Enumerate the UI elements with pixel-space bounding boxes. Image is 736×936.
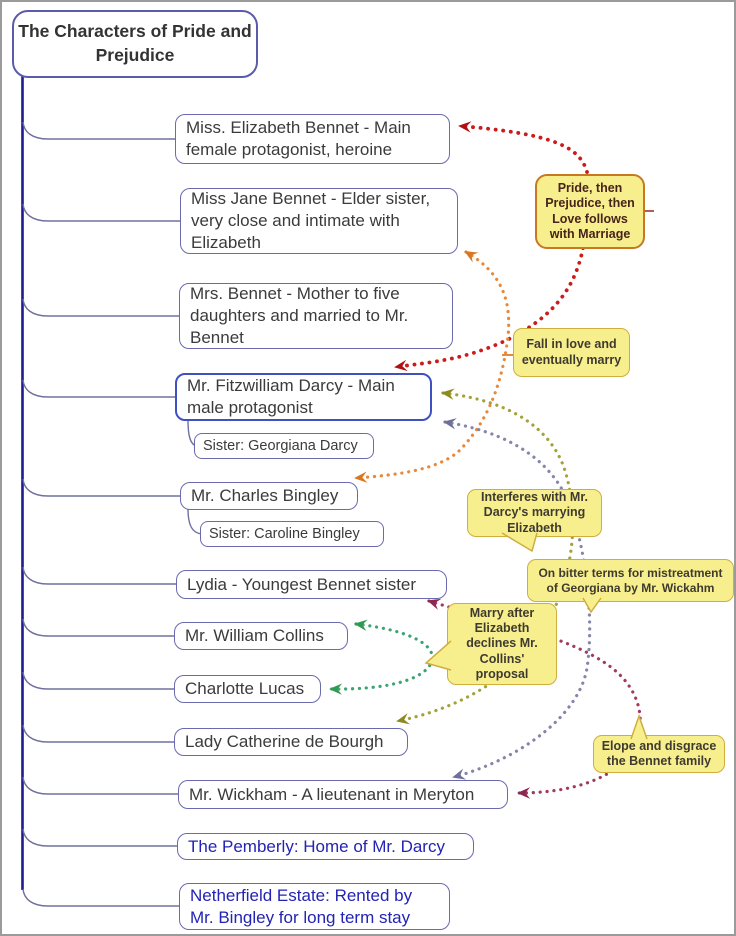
node-mrs-bennet[interactable]: Mrs. Bennet - Mother to five daughters a… (179, 283, 453, 349)
node-william-collins[interactable]: Mr. William Collins (174, 622, 348, 650)
annotation-elope[interactable]: Elope and disgrace the Bennet family (593, 735, 725, 773)
annotation-pride-prejudice-love[interactable]: Pride, then Prejudice, then Love follows… (535, 174, 645, 249)
node-caroline-bingley[interactable]: Sister: Caroline Bingley (200, 521, 384, 547)
node-darcy[interactable]: Mr. Fitzwilliam Darcy - Main male protag… (175, 373, 432, 421)
branch-charlotte (22, 671, 177, 690)
node-netherfield[interactable]: Netherfield Estate: Rented by Mr. Bingle… (179, 883, 450, 930)
node-jane-bennet[interactable]: Miss Jane Bennet - Elder sister, very cl… (180, 188, 458, 254)
link-darcy-wickham[interactable] (443, 418, 592, 780)
branch-elizabeth (22, 121, 178, 140)
branch-bingley (22, 478, 183, 497)
branch-jane (22, 203, 183, 222)
node-charlotte-lucas[interactable]: Charlotte Lucas (174, 675, 321, 703)
link-pride-to-elizabeth[interactable] (458, 121, 589, 174)
node-pemberly[interactable]: The Pemberly: Home of Mr. Darcy (177, 833, 474, 860)
branch-mrs-bennet (22, 298, 182, 317)
link-lydia-wickham[interactable] (427, 598, 642, 799)
branch-netherfield (22, 888, 182, 907)
branch-darcy (22, 379, 178, 398)
node-elizabeth-bennet[interactable]: Miss. Elizabeth Bennet - Main female pro… (175, 114, 450, 164)
branch-caroline (187, 508, 203, 535)
annotation-marry-after[interactable]: Marry after Elizabeth declines Mr. Colli… (447, 603, 557, 685)
annotation-interferes[interactable]: Interferes with Mr. Darcy's marrying Eli… (467, 489, 602, 537)
branch-collins (22, 618, 177, 637)
branch-wickham (22, 776, 181, 795)
annotation-fall-in-love[interactable]: Fall in love and eventually marry (513, 328, 630, 377)
branch-pemberly (22, 828, 180, 847)
node-lydia-bennet[interactable]: Lydia - Youngest Bennet sister (176, 570, 447, 599)
node-wickham[interactable]: Mr. Wickham - A lieutenant in Meryton (178, 780, 508, 809)
node-lady-catherine[interactable]: Lady Catherine de Bourgh (174, 728, 408, 756)
node-georgiana-darcy[interactable]: Sister: Georgiana Darcy (194, 433, 374, 459)
node-bingley[interactable]: Mr. Charles Bingley (180, 482, 358, 510)
annotation-bitter-terms[interactable]: On bitter terms for mistreatment of Geor… (527, 559, 734, 602)
branch-lady-catherine (22, 724, 177, 743)
branch-lydia (22, 566, 179, 585)
map-title-node[interactable]: The Characters of Pride and Prejudice (12, 10, 258, 78)
